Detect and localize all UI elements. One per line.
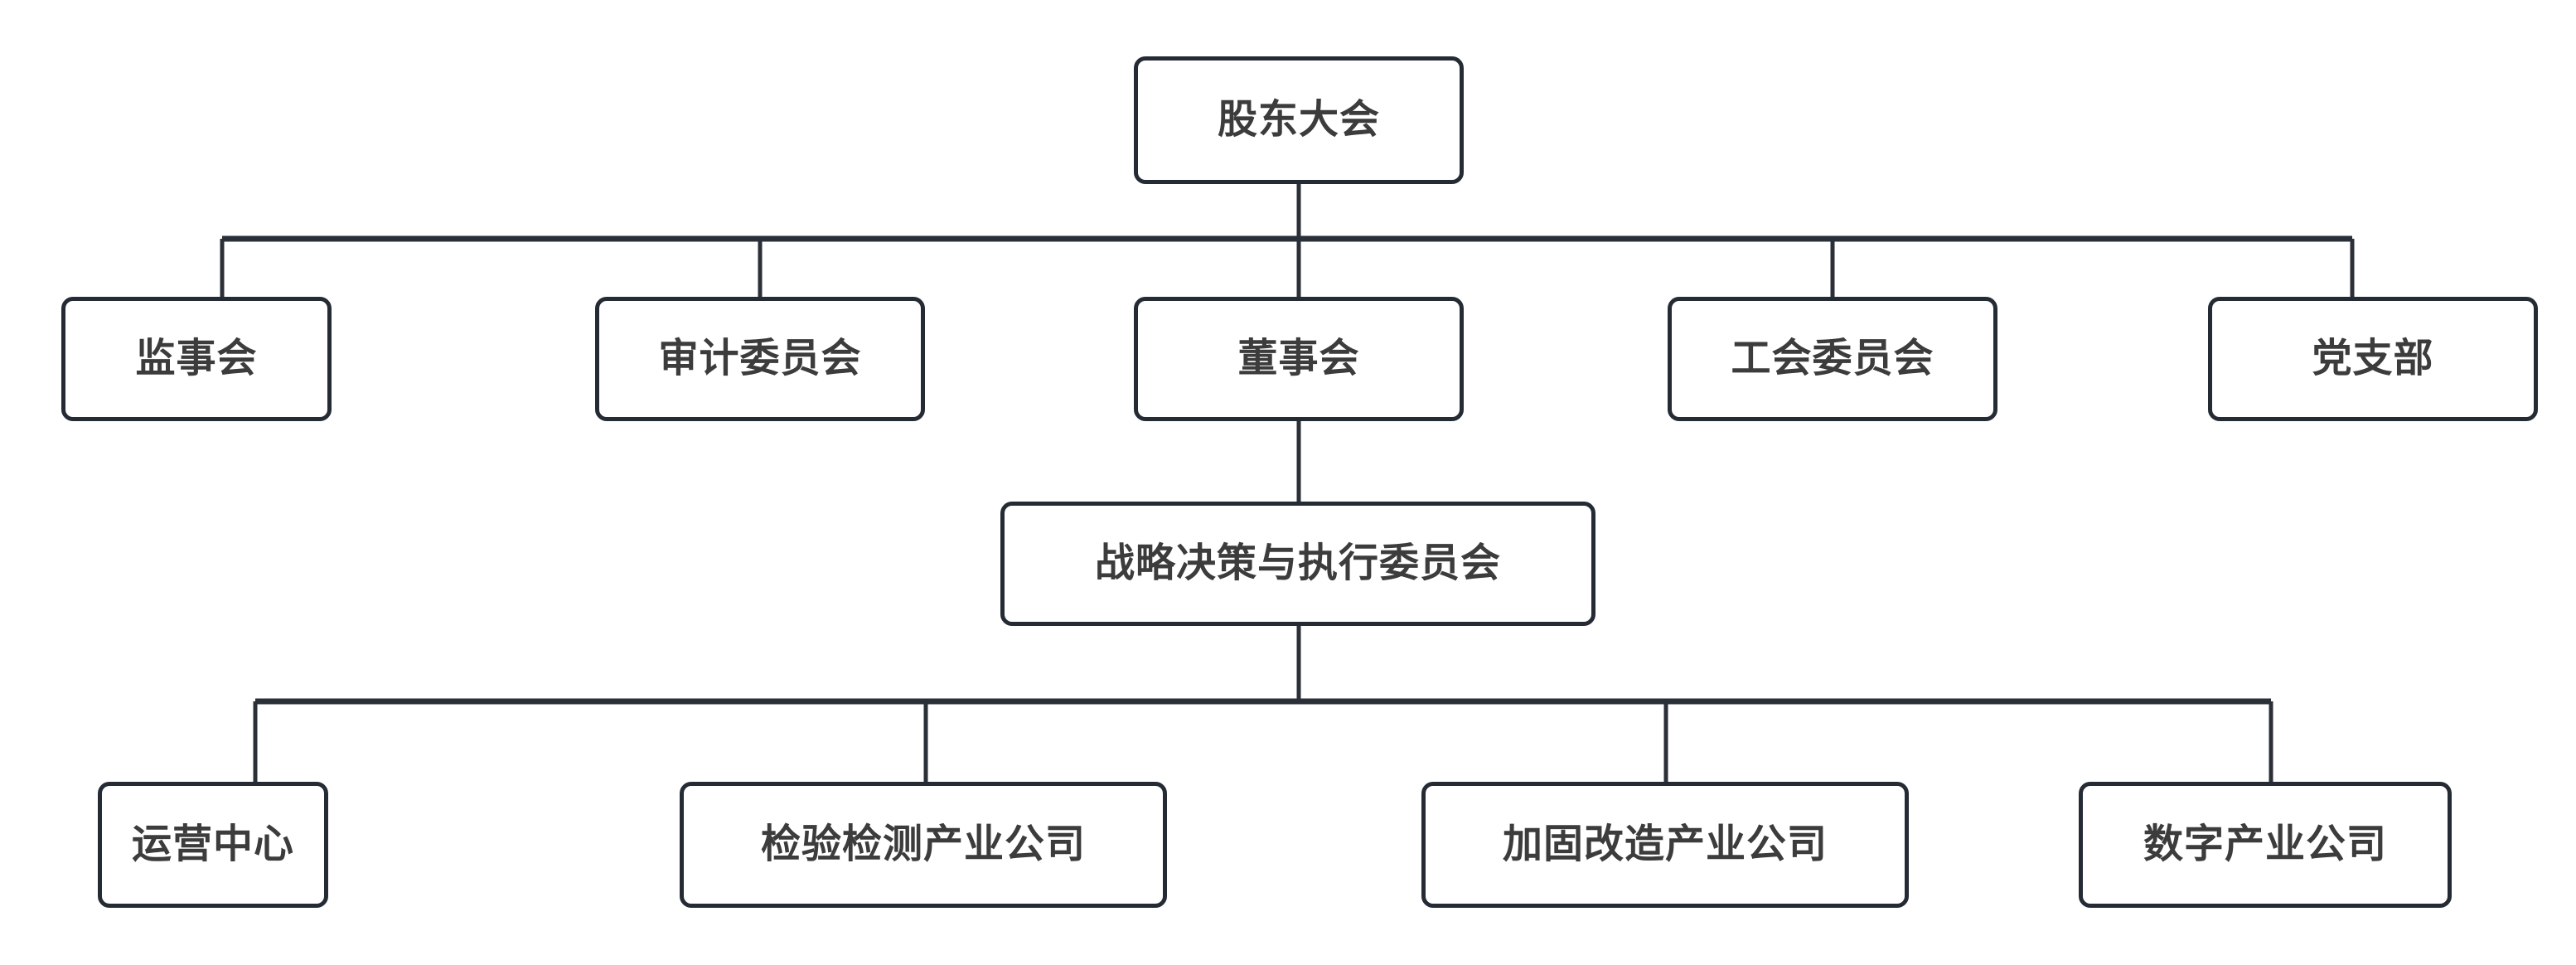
node-label-inspection-testing-company: 检验检测产业公司 xyxy=(760,822,1086,866)
node-label-reinforcement-renovation-company: 加固改造产业公司 xyxy=(1502,822,1828,866)
node-label-shareholders: 股东大会 xyxy=(1217,97,1380,142)
node-strategy-committee[interactable]: 战略决策与执行委员会 xyxy=(1000,502,1595,626)
node-board-of-directors[interactable]: 董事会 xyxy=(1134,297,1464,421)
node-operations-center[interactable]: 运营中心 xyxy=(98,782,328,908)
node-label-union-committee: 工会委员会 xyxy=(1731,336,1934,381)
node-digital-industry-company[interactable]: 数字产业公司 xyxy=(2079,782,2452,908)
node-label-party-branch: 党支部 xyxy=(2312,336,2434,381)
node-label-digital-industry-company: 数字产业公司 xyxy=(2143,822,2387,866)
node-label-board-of-directors: 董事会 xyxy=(1237,336,1360,381)
node-label-operations-center: 运营中心 xyxy=(131,822,294,866)
node-union-committee[interactable]: 工会委员会 xyxy=(1668,297,1997,421)
node-supervisory-board[interactable]: 监事会 xyxy=(61,297,332,421)
node-label-strategy-committee: 战略决策与执行委员会 xyxy=(1094,541,1501,585)
node-inspection-testing-company[interactable]: 检验检测产业公司 xyxy=(680,782,1167,908)
node-label-audit-committee: 审计委员会 xyxy=(658,336,862,381)
node-party-branch[interactable]: 党支部 xyxy=(2208,297,2538,421)
node-audit-committee[interactable]: 审计委员会 xyxy=(595,297,925,421)
node-shareholders[interactable]: 股东大会 xyxy=(1134,56,1464,184)
node-reinforcement-renovation-company[interactable]: 加固改造产业公司 xyxy=(1421,782,1909,908)
node-label-supervisory-board: 监事会 xyxy=(135,336,258,381)
